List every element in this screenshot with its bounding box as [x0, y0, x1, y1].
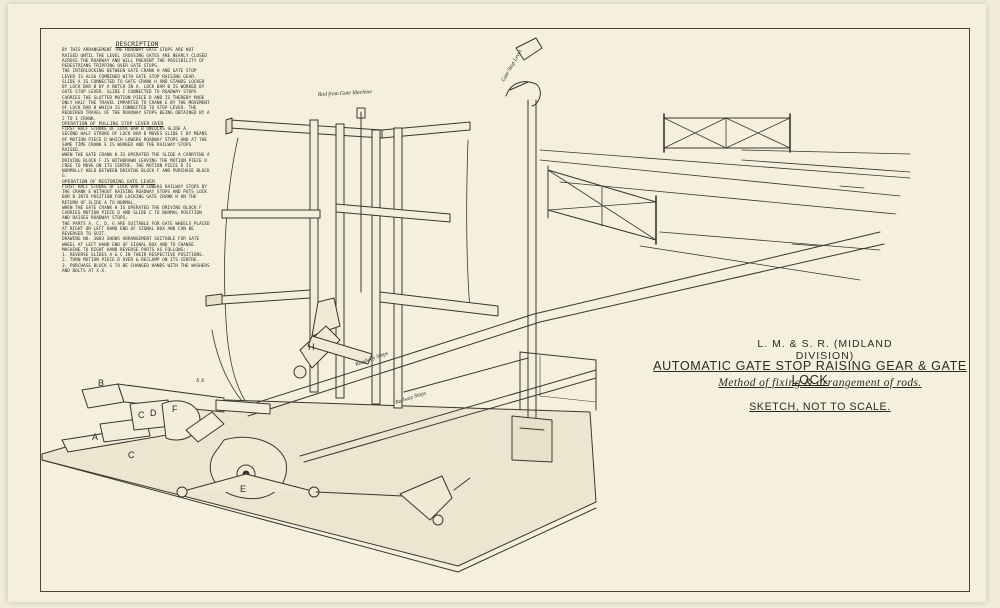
- description-p2: THE INTERLOCKING BETWEEN GATE CRANK H AN…: [62, 69, 197, 80]
- crank-h: [293, 297, 373, 379]
- title-main: AUTOMATIC GATE STOP RAISING GEAR & GATE …: [653, 359, 967, 387]
- gate-stop-lever: [505, 37, 553, 463]
- description-s2: OPERATION OF RESTORING GATE LEVER: [62, 179, 155, 185]
- crank-e: [176, 436, 320, 500]
- description-s1: OPERATION OF PULLING STOP LEVER OVER: [62, 121, 164, 127]
- label-c: C: [128, 450, 135, 460]
- description-p9: THE PARTS A, C, D, G ARE SUITABLE FOR GA…: [62, 221, 210, 238]
- description-p8: WHEN THE GATE CRANK H IS OPERATED THE DR…: [62, 205, 202, 222]
- description-p12: 2. TURN MOTION PIECE D OVER & RECLAMP ON…: [62, 258, 200, 264]
- level-crossing-gates: [547, 113, 791, 245]
- drawing-border: [40, 28, 970, 592]
- label-xx: X X: [195, 378, 205, 384]
- description-p1: BY THIS ARRANGEMENT THE ROADWAY GATE STO…: [62, 48, 208, 69]
- description-p10: DRAWING No. 3083 SHOWS ARRANGEMENT SUITA…: [62, 237, 200, 253]
- description-heading: DESCRIPTION: [115, 40, 159, 48]
- description-p4: FIRST HALF STROKE OF LOCK BAR B UNLOCKS …: [62, 127, 189, 132]
- label-a: A: [92, 432, 98, 442]
- rods: [239, 107, 885, 463]
- label-d: D: [150, 408, 157, 418]
- label-e: E: [240, 484, 246, 494]
- description-p5: SECOND HALF STROKE OF LOCK BAR B MOVES S…: [62, 132, 208, 153]
- description-p6: WHEN THE GATE CRANK H IS OPERATED THE SL…: [62, 153, 210, 180]
- label-c2: C: [138, 410, 145, 420]
- mechanism-slides: [61, 383, 271, 453]
- description-p11: 1. REVERSE SLIDES A & C IN THEIR RESPECT…: [62, 253, 205, 258]
- timber-frame: [205, 117, 499, 409]
- road-perspective: [539, 149, 911, 281]
- label-b: B: [98, 378, 104, 388]
- title-company: L. M. & S. R. (MIDLAND DIVISION): [757, 338, 893, 362]
- description-block: DESCRIPTION BY THIS ARRANGEMENT THE ROAD…: [62, 40, 212, 274]
- description-p7: FIRST HALF STROKE OF LOCK BAR B LOWERS R…: [62, 184, 208, 206]
- description-p3: SLIDE A IS CONNECTED TO GATE CRANK H AND…: [62, 79, 210, 122]
- note-rod-from-gate-machine: Rod from Gate Machine: [317, 88, 373, 98]
- label-f: F: [172, 404, 178, 414]
- title-subtitle: Method of fixing & arrangement of rods.: [718, 377, 922, 389]
- title-note: SKETCH, NOT TO SCALE.: [749, 401, 891, 413]
- railway-stop-linkage: [315, 475, 471, 526]
- note-gate-stop-lever: Gate Stop Lever: [501, 48, 525, 83]
- label-h: H: [308, 342, 315, 352]
- description-p13: 3. PURCHASE BLOCK G TO BE CHANGED HANDS …: [62, 263, 210, 274]
